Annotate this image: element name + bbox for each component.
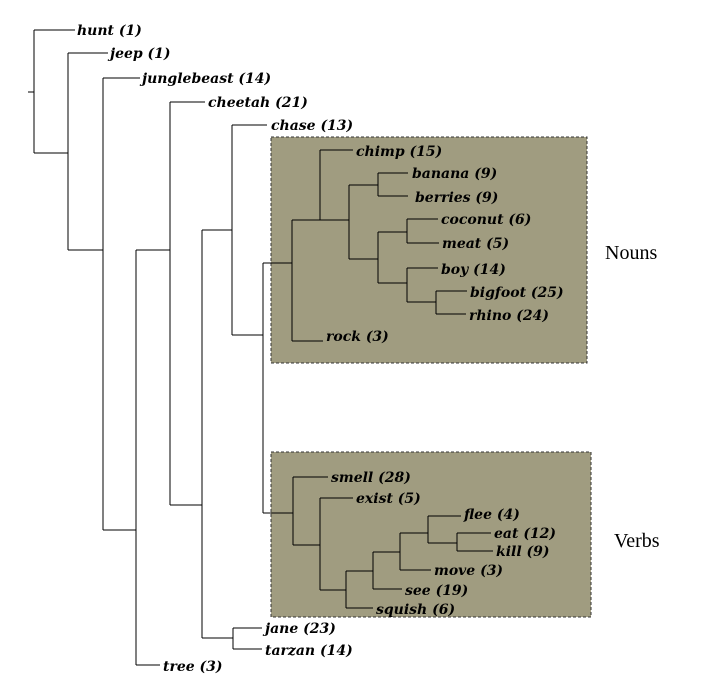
leaf-exist: exist (5) <box>356 491 421 507</box>
leaf-hunt: hunt (1) <box>77 23 142 39</box>
leaf-meat: meat (5) <box>442 236 509 252</box>
leaf-boy: boy (14) <box>441 262 506 278</box>
leaf-cheetah: cheetah (21) <box>208 95 308 111</box>
tree-branches <box>28 29 493 666</box>
leaf-tarzan: tarzan (14) <box>265 643 353 659</box>
leaf-jeep: jeep (1) <box>107 46 171 62</box>
nouns-box <box>270 136 588 364</box>
leaf-see: see (19) <box>405 583 468 599</box>
leaf-smell: smell (28) <box>331 470 411 486</box>
leaf-jane: jane (23) <box>262 621 336 637</box>
leaf-chimp: chimp (15) <box>356 144 442 160</box>
leaf-berries: berries (9) <box>415 190 498 206</box>
leaf-eat: eat (12) <box>494 526 556 542</box>
leaf-squish: squish (6) <box>376 602 455 618</box>
verbs-label: Verbs <box>614 530 660 552</box>
leaf-flee: flee (4) <box>463 507 520 523</box>
leaf-tree: tree (3) <box>163 659 223 675</box>
leaf-banana: banana (9) <box>412 166 497 182</box>
leaf-junglebeast: junglebeast (14) <box>139 71 271 87</box>
leaf-move: move (3) <box>434 563 503 579</box>
leaf-rhino: rhino (24) <box>469 308 549 324</box>
leaf-coconut: coconut (6) <box>441 212 531 228</box>
leaf-labels: hunt (1) jeep (1) junglebeast (14) cheet… <box>77 23 564 675</box>
leaf-bigfoot: bigfoot (25) <box>470 285 564 301</box>
leaf-kill: kill (9) <box>496 544 550 560</box>
leaf-chase: chase (13) <box>271 118 353 134</box>
leaf-rock: rock (3) <box>326 329 389 345</box>
nouns-label: Nouns <box>605 242 657 264</box>
